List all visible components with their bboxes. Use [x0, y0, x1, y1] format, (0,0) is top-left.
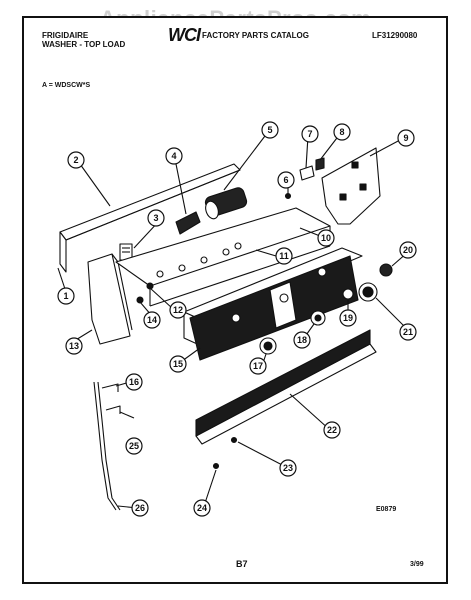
part-14-screw: [136, 296, 144, 304]
brand-name: FRIGIDAIRE: [42, 31, 89, 40]
callout-11: [275, 247, 293, 265]
part-22-trim-strip: [195, 343, 377, 445]
callout-5: [261, 121, 279, 139]
figure-code: E0879: [376, 506, 397, 513]
callout-13-label: 13: [69, 341, 79, 351]
part-16-connector: [101, 383, 119, 392]
callout-3: [147, 209, 165, 227]
callout-balloons: [57, 121, 417, 517]
part-19-knob: [342, 288, 354, 300]
page-number: B7: [236, 559, 248, 569]
callout-3-label: 3: [153, 213, 158, 223]
callout-18: [293, 331, 311, 349]
part-4-switch: [175, 211, 201, 235]
callout-23: [279, 459, 297, 477]
part-7-clip: [299, 165, 315, 181]
callout-22: [323, 421, 341, 439]
callout-6-label: 6: [283, 175, 288, 185]
callout-19-label: 19: [343, 313, 353, 323]
callout-8-label: 8: [339, 127, 344, 137]
callout-26-label: 26: [135, 503, 145, 513]
callout-7-label: 7: [307, 129, 312, 139]
callout-10-label: 10: [321, 233, 331, 243]
part-9-console-bracket: [321, 147, 381, 225]
callout-22-label: 22: [327, 425, 337, 435]
callout-10: [317, 229, 335, 247]
callout-16: [125, 373, 143, 391]
callout-24-label: 24: [197, 503, 207, 513]
callout-12: [169, 301, 187, 319]
callout-1: [57, 287, 75, 305]
callout-12-label: 12: [173, 305, 183, 315]
callout-2: [67, 151, 85, 169]
callout-8: [333, 123, 351, 141]
callout-17-label: 17: [253, 361, 263, 371]
callout-13: [65, 337, 83, 355]
callout-14: [143, 311, 161, 329]
part-20-dial: [379, 263, 393, 277]
callout-25-label: 25: [129, 441, 139, 451]
part-26-wire-harness: [93, 381, 117, 511]
part-13-end-cap: [87, 253, 131, 345]
callout-19: [339, 309, 357, 327]
callout-14-label: 14: [147, 315, 157, 325]
model-note: A = WDSCW*S: [42, 82, 91, 89]
callout-16-label: 16: [129, 377, 139, 387]
part-22-trim-dark: [195, 329, 371, 437]
callout-17: [249, 357, 267, 375]
callout-15: [169, 355, 187, 373]
callout-7: [301, 125, 319, 143]
revision-date: 3/99: [410, 561, 424, 568]
callout-2-label: 2: [73, 155, 78, 165]
part-12-screw: [146, 282, 154, 290]
callout-4: [165, 147, 183, 165]
part-24-screw: [212, 462, 220, 470]
product-type: WASHER - TOP LOAD: [42, 40, 126, 49]
part-25-clip: [105, 405, 121, 414]
callout-6: [277, 171, 295, 189]
callout-9-label: 9: [403, 133, 408, 143]
catalog-title: FACTORY PARTS CATALOG: [202, 31, 309, 40]
part-6-screw: [284, 192, 292, 200]
callout-9: [397, 129, 415, 147]
callout-5-label: 5: [267, 125, 272, 135]
callout-20-label: 20: [403, 245, 413, 255]
callout-23-label: 23: [283, 463, 293, 473]
callout-25: [125, 437, 143, 455]
callout-26: [131, 499, 149, 517]
part-23-screw: [230, 436, 238, 444]
wci-logo: WCI: [168, 25, 201, 45]
callout-21-label: 21: [403, 327, 413, 337]
callout-11-label: 11: [279, 251, 289, 261]
callout-24: [193, 499, 211, 517]
catalog-number: LF31290080: [372, 31, 418, 40]
callout-20: [399, 241, 417, 259]
callout-21: [399, 323, 417, 341]
callout-15-label: 15: [173, 359, 183, 369]
callout-18-label: 18: [297, 335, 307, 345]
callout-1-label: 1: [63, 291, 68, 301]
callout-4-label: 4: [171, 151, 176, 161]
